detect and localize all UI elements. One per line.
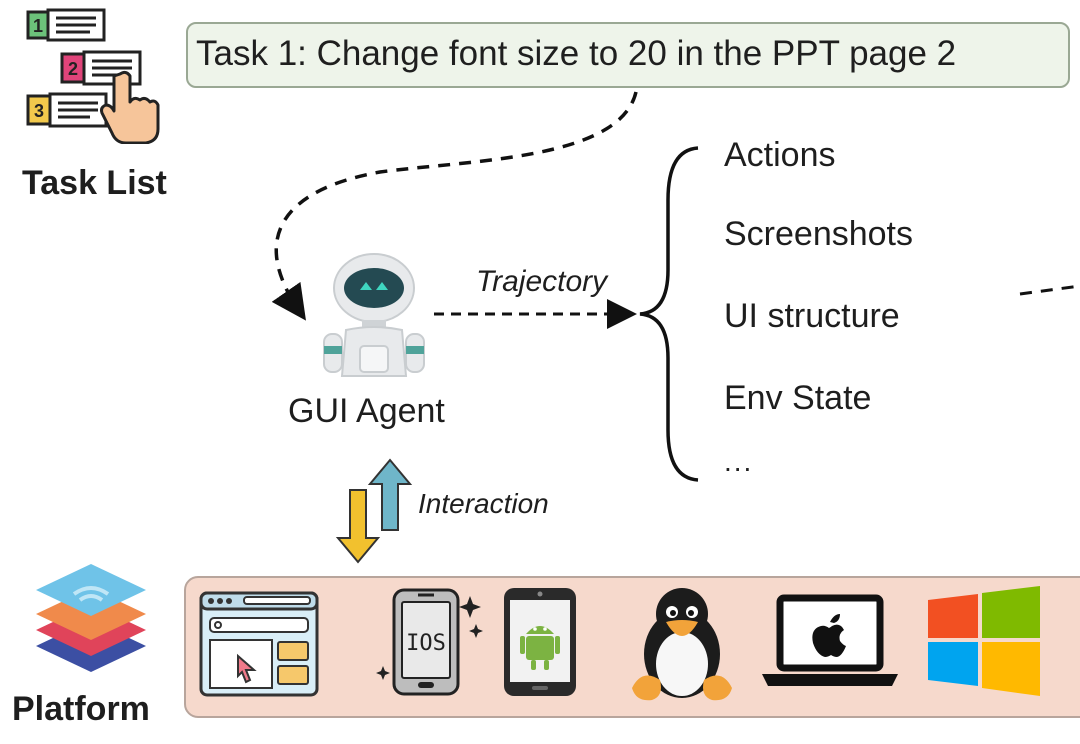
browser-window-icon	[199, 591, 319, 697]
output-item-ellipsis: ...	[724, 446, 754, 477]
linux-penguin-icon	[632, 588, 732, 701]
robot-icon	[323, 253, 425, 377]
task-list-label: Task List	[22, 164, 167, 202]
interaction-label: Interaction	[418, 488, 549, 519]
task-list-num-1: 1	[33, 16, 43, 36]
macos-laptop-icon	[762, 594, 898, 686]
task-box	[186, 22, 1070, 88]
trajectory-label: Trajectory	[476, 265, 608, 298]
task-list-num-2: 2	[68, 59, 78, 79]
up-arrow-icon	[367, 458, 413, 531]
task-text: Task 1: Change font size to 20 in the PP…	[196, 34, 957, 73]
task-list-num-3: 3	[34, 101, 44, 121]
platform-stack-icon	[36, 564, 146, 672]
output-item-screenshots: Screenshots	[724, 215, 913, 253]
output-brace	[639, 146, 699, 482]
gui-agent-label: GUI Agent	[288, 392, 445, 430]
output-item-ui-structure: UI structure	[724, 297, 900, 335]
windows-logo-icon	[928, 586, 1040, 696]
android-phone-icon	[504, 588, 576, 696]
output-item-env-state: Env State	[724, 379, 872, 417]
ios-phone-icon: IOS	[376, 588, 483, 696]
task-to-agent-connector	[271, 91, 638, 321]
task-list-icon: 1 2 3	[26, 8, 160, 144]
continuation-connector	[1019, 284, 1080, 296]
platform-label: Platform	[12, 690, 150, 728]
output-item-actions: Actions	[724, 136, 836, 174]
down-arrow-icon	[335, 489, 381, 564]
ios-label: IOS	[406, 631, 446, 656]
